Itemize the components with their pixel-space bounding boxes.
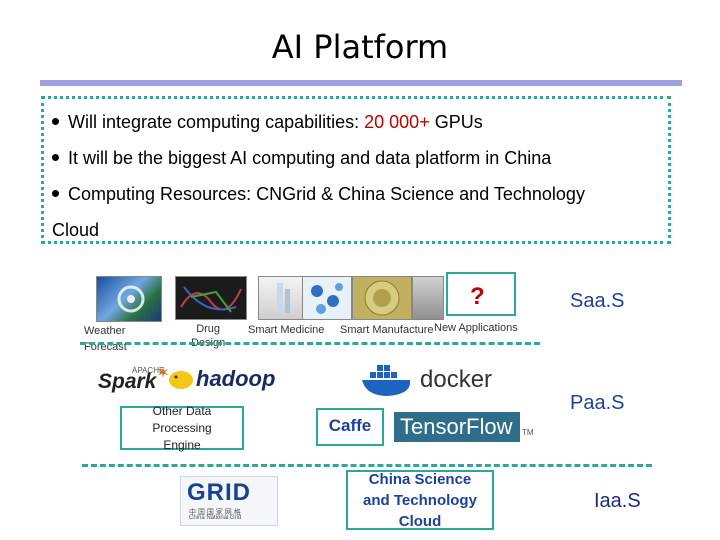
paas-divider bbox=[82, 464, 652, 467]
drug-caption: Drug Design bbox=[191, 323, 226, 349]
caffe-text: Caffe bbox=[328, 416, 372, 435]
tensorflow-logo: TensorFlow bbox=[394, 412, 520, 442]
drug-image bbox=[175, 276, 247, 320]
docker-logo: docker bbox=[360, 362, 492, 396]
bullet-1: Will integrate computing capabilities: 2… bbox=[52, 112, 483, 133]
title-divider bbox=[40, 80, 682, 86]
docker-text: docker bbox=[420, 366, 493, 393]
cngrid-chinese: 中 国 国 家 网 格 bbox=[189, 509, 241, 516]
hadoop-logo: hadoop bbox=[168, 366, 275, 392]
bullet-3-cont: Cloud bbox=[52, 220, 100, 240]
tensorflow-text: TensorFlow bbox=[400, 414, 513, 439]
cloud-text: China Science and Technology Cloud bbox=[363, 471, 477, 530]
medicine-image-1 bbox=[258, 276, 304, 320]
spark-text: Spark bbox=[98, 370, 157, 393]
question-mark: ? bbox=[470, 283, 485, 310]
spark-small-text: APACHE bbox=[132, 366, 165, 375]
new-applications-box bbox=[446, 272, 516, 316]
caffe-box bbox=[316, 408, 384, 446]
bullet-text: GPUs bbox=[429, 112, 483, 132]
tensorflow-tm: TM bbox=[522, 428, 534, 437]
other-engine-box bbox=[120, 406, 244, 450]
bullet-3: Computing Resources: CNGrid & China Scie… bbox=[52, 184, 585, 205]
cngrid-logo: GRID 中 国 国 家 网 格 China National Grid bbox=[180, 476, 278, 526]
bullet-text: Computing Resources: CNGrid & China Scie… bbox=[68, 184, 585, 204]
smart-medicine-caption: Smart Medicine bbox=[248, 324, 325, 336]
docker-whale-icon bbox=[362, 365, 411, 396]
weather-image bbox=[96, 276, 162, 322]
manufacture-image-1 bbox=[352, 276, 412, 320]
cngrid-english: China National Grid bbox=[189, 515, 242, 521]
saas-divider bbox=[80, 342, 540, 345]
iaas-label: Iaa.S bbox=[594, 490, 641, 512]
bullet-box bbox=[41, 96, 671, 244]
saas-label: Saa.S bbox=[570, 290, 625, 312]
bullet-text: Will integrate computing capabilities: bbox=[68, 112, 365, 132]
other-engine-text: Other Data Processing Engine bbox=[152, 404, 212, 452]
new-applications-caption: New Applications bbox=[434, 322, 518, 334]
bullet-dot-icon bbox=[52, 153, 59, 161]
bullet-2: It will be the biggest AI computing and … bbox=[52, 148, 551, 169]
page-title: AI Platform bbox=[271, 28, 449, 66]
bullet-dot-icon bbox=[52, 117, 59, 125]
weather-caption: Weather Forecast bbox=[84, 325, 127, 353]
medicine-image-2 bbox=[302, 276, 352, 320]
cngrid-text: GRID bbox=[187, 479, 251, 506]
gpu-count: 20 000+ bbox=[364, 112, 430, 132]
elephant-icon bbox=[169, 371, 193, 389]
hadoop-text: hadoop bbox=[196, 366, 276, 391]
bullet-dot-icon bbox=[52, 189, 59, 197]
spark-logo: APACHE Spark✶ bbox=[98, 365, 170, 393]
cloud-box bbox=[346, 470, 494, 530]
manufacture-image-2 bbox=[412, 276, 444, 320]
paas-label: Paa.S bbox=[570, 392, 625, 414]
smart-manufacture-caption: Smart Manufacture bbox=[340, 324, 434, 336]
bullet-text: It will be the biggest AI computing and … bbox=[68, 148, 552, 168]
spark-star-icon: ✶ bbox=[156, 365, 170, 382]
